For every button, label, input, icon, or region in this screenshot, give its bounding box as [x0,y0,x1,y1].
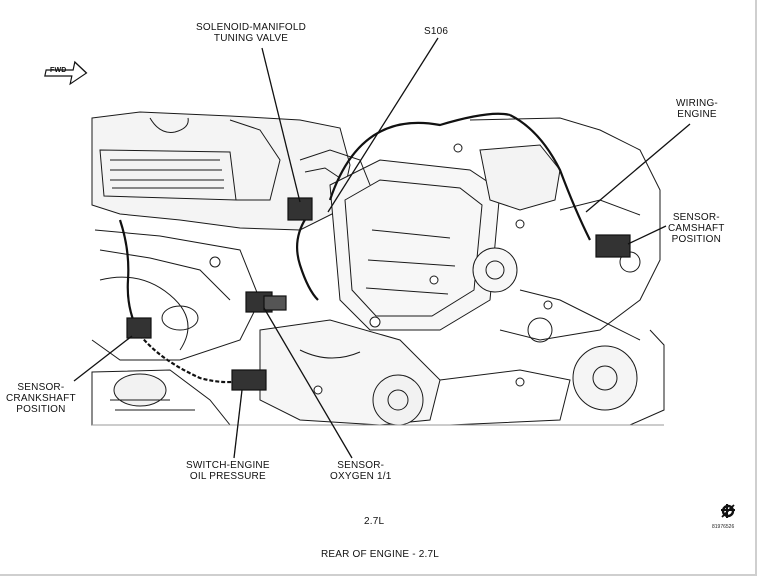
label-wiring-engine: WIRING- ENGINE [676,98,718,120]
label-line: SOLENOID-MANIFOLD [196,22,307,33]
gear-wrench-icon [721,504,735,518]
fwd-label: FWD [50,67,67,74]
label-solenoid-manifold-tuning-valve: SOLENOID-MANIFOLD TUNING VALVE [196,22,306,44]
label-line: OIL PRESSURE [189,471,266,482]
label-line: CAMSHAFT [668,223,725,234]
label-line: OXYGEN 1/1 [330,471,392,482]
label-switch-engine-oil-pressure: SWITCH-ENGINE OIL PRESSURE [186,460,270,482]
label-line: SENSOR- [672,212,720,223]
engine-size-label: 2.7L [364,516,385,527]
figure-caption: REAR OF ENGINE - 2.7L [320,549,440,560]
label-line: SENSOR- [17,382,65,393]
label-sensor-crankshaft-position: SENSOR- CRANKSHAFT POSITION [6,382,76,415]
label-line: POSITION [16,404,66,415]
label-line: WIRING- [676,98,718,109]
label-sensor-camshaft-position: SENSOR- CAMSHAFT POSITION [668,212,725,245]
label-line: ENGINE [677,109,717,120]
label-sensor-oxygen: SENSOR- OXYGEN 1/1 [330,460,391,482]
label-line: SENSOR- [337,460,385,471]
figure-id: 81976526 [712,524,735,530]
label-line: POSITION [671,234,721,245]
label-line: TUNING VALVE [213,33,289,44]
label-line: CRANKSHAFT [6,393,76,404]
label-line: SWITCH-ENGINE [186,460,270,471]
label-s106: S106 [424,26,449,37]
forward-arrow-icon [44,60,88,86]
